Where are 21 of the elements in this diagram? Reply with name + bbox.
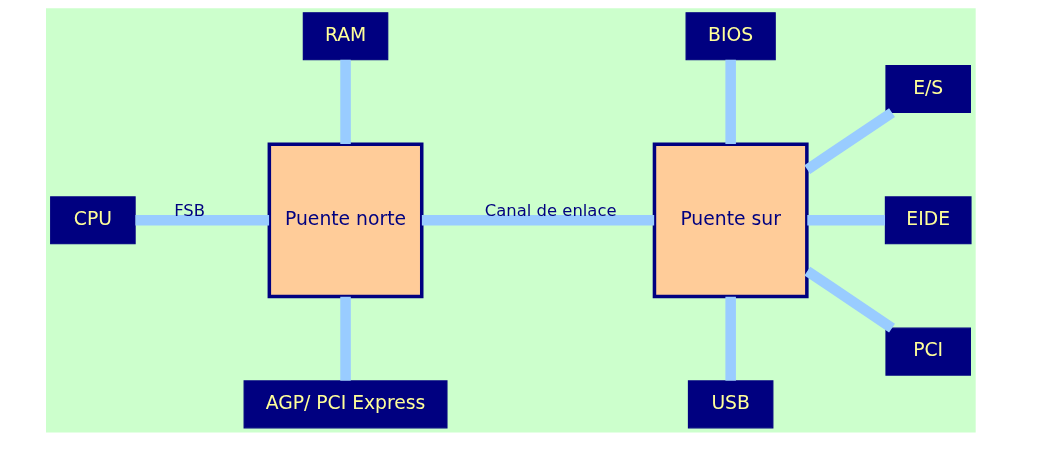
node-box: USB [687, 380, 774, 429]
connector [340, 59, 351, 145]
node-box: PCI [885, 327, 971, 376]
node-box: EIDE [884, 196, 972, 245]
node-box: E/S [885, 65, 971, 114]
node-box: AGP/ PCI Express [243, 380, 448, 429]
node-box: Puente norte [267, 142, 424, 299]
edge-label: Canal de enlace [484, 200, 617, 220]
connector [135, 215, 270, 226]
connector [807, 215, 885, 226]
node-box: RAM [302, 12, 389, 61]
connector [725, 296, 736, 381]
connector [340, 296, 351, 381]
connector [725, 59, 736, 145]
node-box: CPU [50, 196, 136, 245]
node-box: Puente sur [652, 142, 809, 299]
connector [421, 215, 655, 226]
node-box: BIOS [685, 12, 776, 61]
connector [804, 108, 895, 174]
connector [804, 266, 895, 333]
edge-label: FSB [174, 200, 206, 220]
